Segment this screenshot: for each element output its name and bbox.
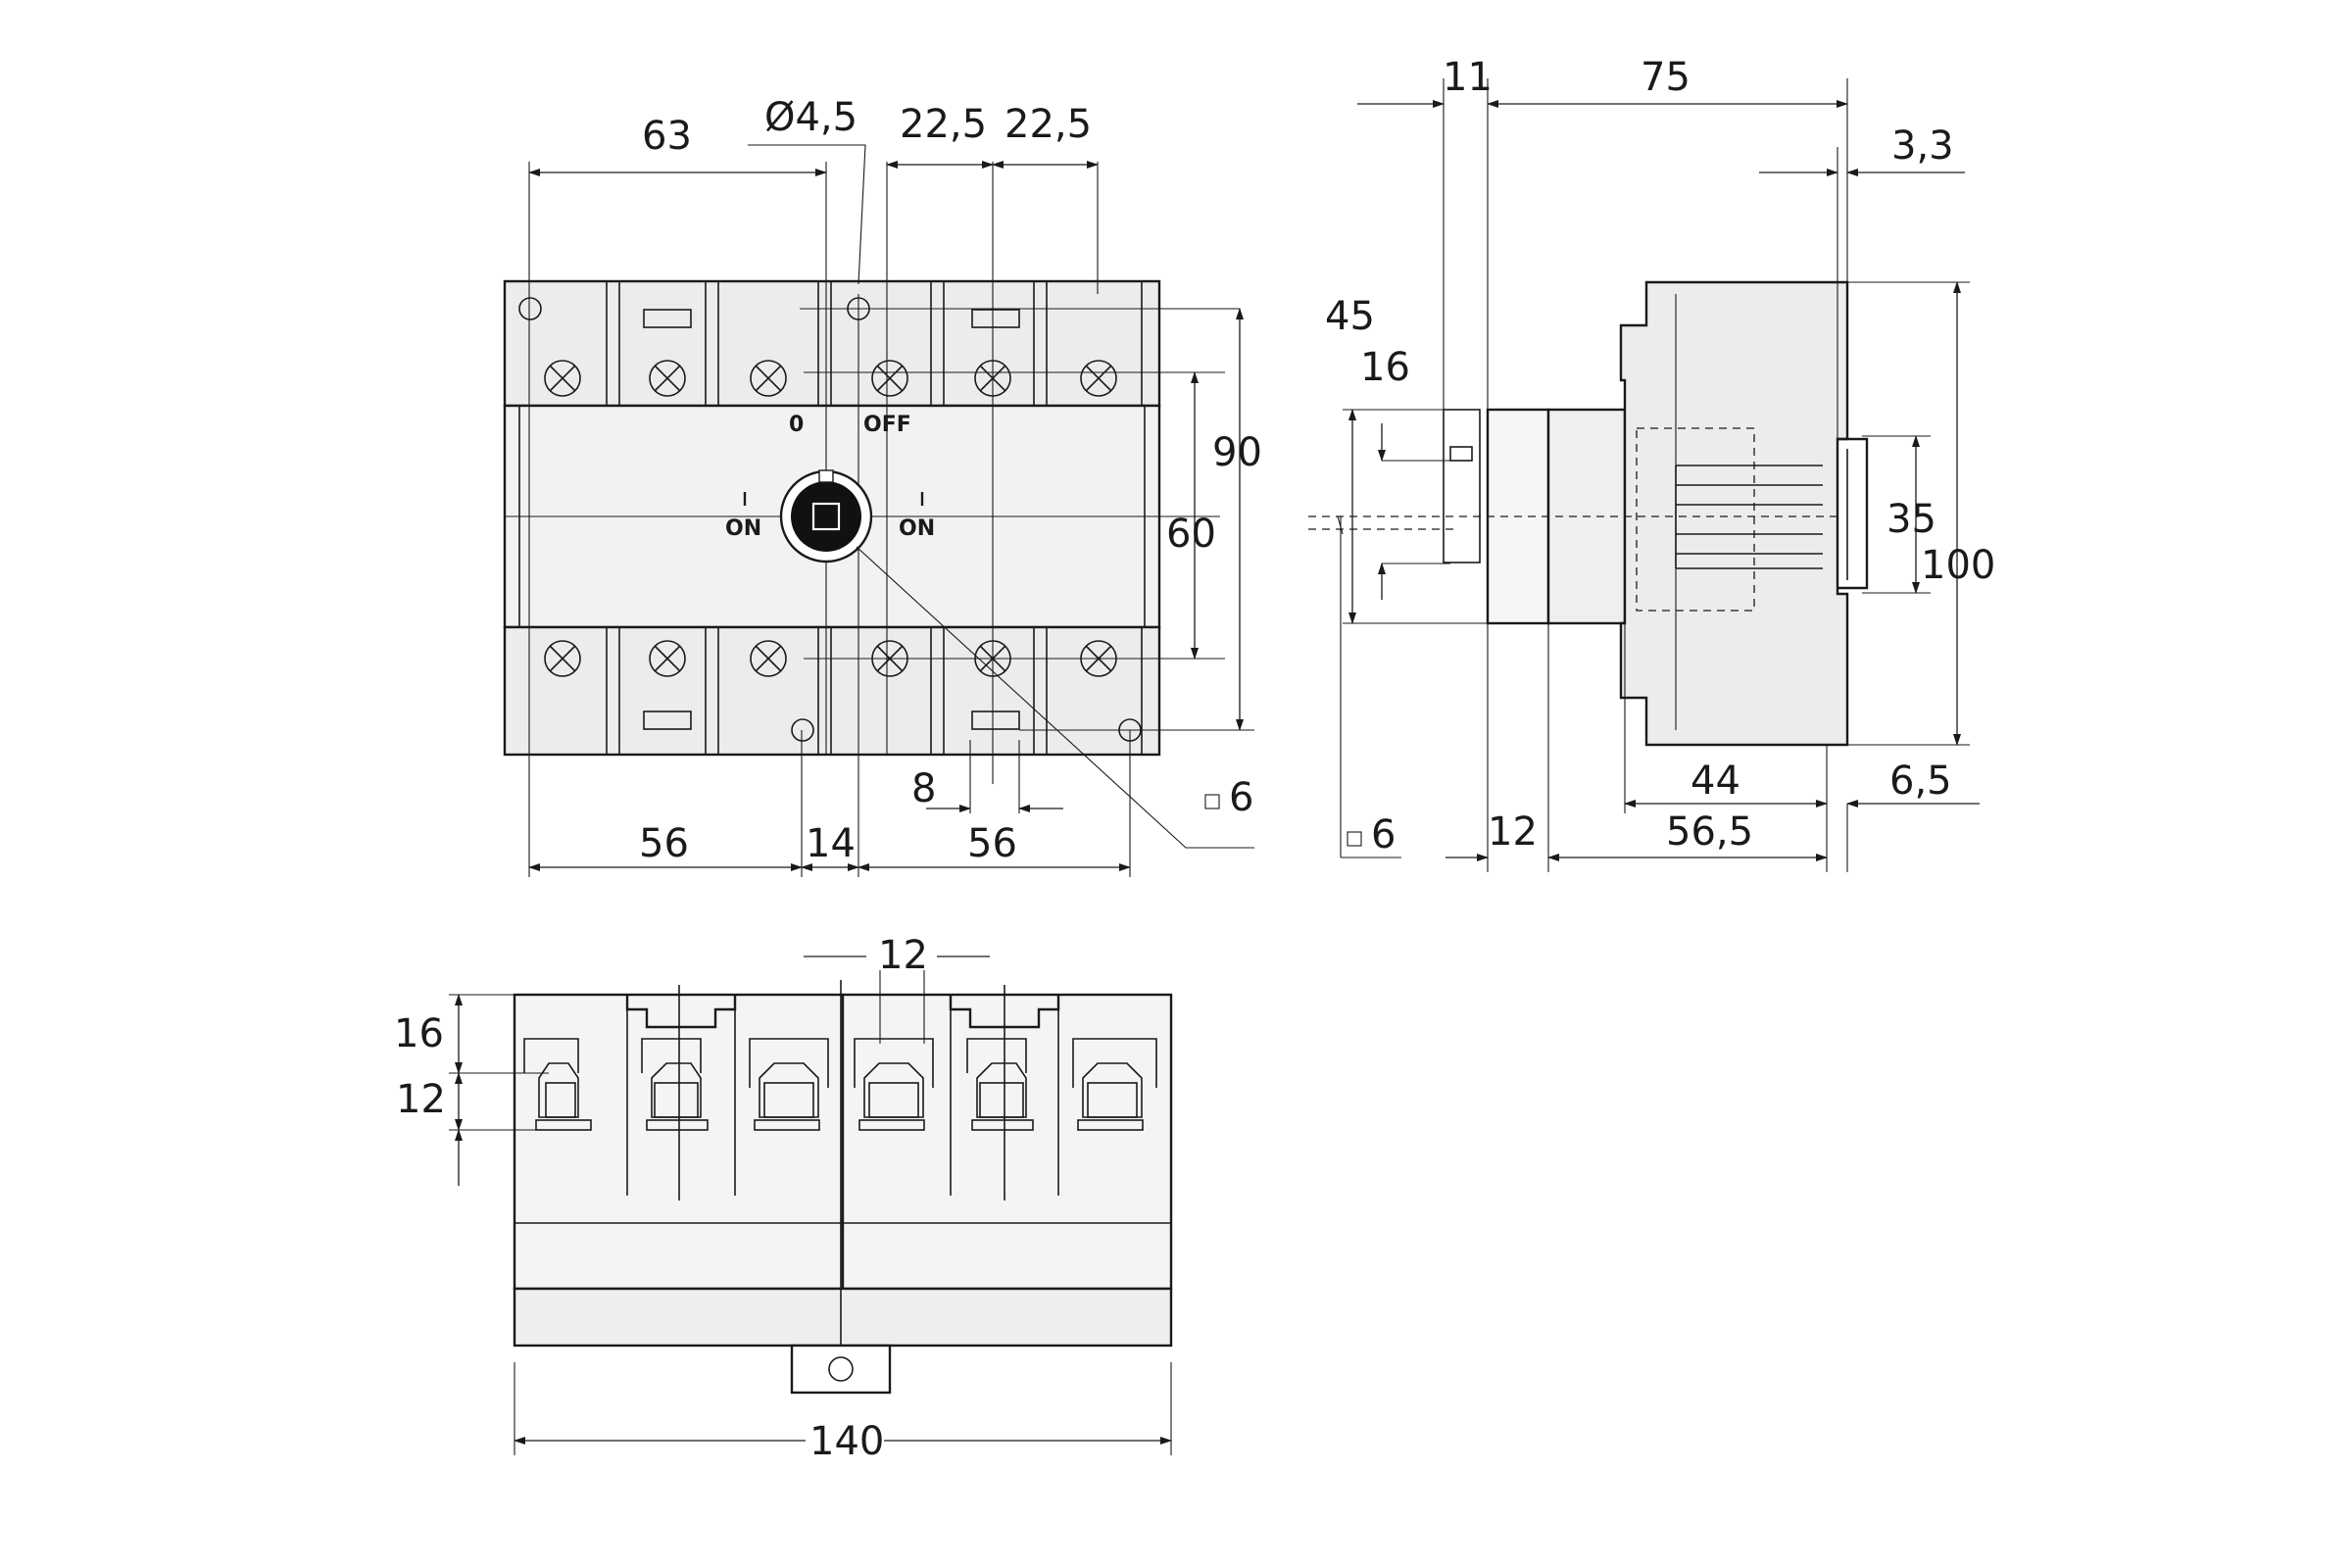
dim-16-top: 16 [394, 1011, 444, 1056]
dim-slot-8: 8 [911, 766, 936, 811]
dim-pitch-a: 22,5 [900, 102, 987, 147]
dim-44: 44 [1690, 759, 1740, 804]
dim-height-60: 60 [1166, 512, 1216, 557]
screw-icon [750, 360, 787, 397]
upper-terminal-block [503, 279, 1161, 408]
top-base-strip [513, 1287, 1173, 1348]
dim-63: 63 [642, 114, 692, 159]
screw-icon [544, 360, 581, 397]
clamp-icon [749, 1038, 829, 1131]
clamp-icon [1072, 1038, 1157, 1131]
front-view: 0 OFF ON ON 63 Ø4,5 22,5 22,5 90 60 [503, 95, 1262, 877]
on-left-label: ON [725, 516, 761, 541]
tab-hole-icon [828, 1356, 854, 1382]
side-view: 11 75 3,3 45 16 35 100 44 6,5 56,5 12 6 [1308, 55, 1995, 872]
dim-140: 140 [809, 1419, 884, 1464]
screw-icon [1080, 360, 1117, 397]
dim-56-5: 56,5 [1666, 809, 1753, 855]
dim-11: 11 [1443, 55, 1493, 100]
dim-35: 35 [1886, 497, 1936, 542]
rotary-handle [779, 469, 873, 564]
top-view: 12 16 12 140 [394, 931, 1173, 1464]
top-housing-right [841, 993, 1173, 1291]
dim-16: 16 [1360, 345, 1410, 390]
square-symbol-icon [1204, 794, 1220, 809]
dim-pitch-b: 22,5 [1004, 102, 1092, 147]
dim-height-90: 90 [1212, 430, 1262, 475]
shaft [1443, 409, 1481, 564]
dim-75: 75 [1641, 55, 1690, 100]
dim-6-5: 6,5 [1889, 759, 1952, 804]
side-dimension-lines [1348, 100, 1980, 861]
position-off-label: OFF [863, 413, 911, 437]
screw-icon [649, 360, 686, 397]
screw-icon [750, 640, 787, 677]
screw-icon [871, 360, 908, 397]
mounting-hole-icon [518, 297, 542, 320]
dim-bottom-56-left: 56 [639, 821, 689, 866]
dim-12: 12 [1488, 809, 1538, 855]
dim-bottom-56-right: 56 [967, 821, 1017, 866]
clamp-terminals [523, 1038, 1157, 1131]
side-housing [1619, 280, 1849, 747]
screw-icon [544, 640, 581, 677]
front-dimension-lines [528, 144, 1244, 871]
clamp-icon [854, 1038, 934, 1131]
dim-45: 45 [1325, 294, 1375, 339]
mounting-hole-icon [791, 718, 814, 742]
clamp-icon [523, 1038, 592, 1131]
dim-square-6: 6 [1229, 775, 1253, 820]
lower-terminal-block [503, 625, 1161, 757]
top-tab [790, 1344, 892, 1395]
dim-bottom-14: 14 [806, 821, 856, 866]
dim-3-3: 3,3 [1891, 123, 1954, 169]
dim-hole-diameter: Ø4,5 [764, 95, 858, 140]
square-symbol-icon [1347, 831, 1362, 847]
dim-12-left: 12 [396, 1077, 446, 1122]
dim-square-6: 6 [1371, 812, 1396, 858]
clamp-icon [641, 1038, 709, 1131]
on-right-label: ON [899, 516, 935, 541]
dim-12-top: 12 [878, 933, 928, 978]
position-zero-label: 0 [789, 413, 804, 437]
screw-icon [649, 640, 686, 677]
clamp-icon [966, 1038, 1034, 1131]
dim-100: 100 [1921, 543, 1995, 588]
